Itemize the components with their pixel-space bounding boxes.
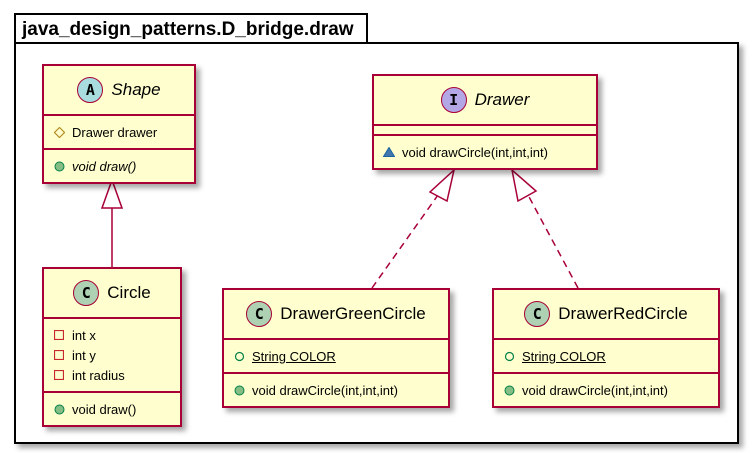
class-name: Drawer <box>474 90 530 109</box>
methods-section: void drawCircle(int,int,int) <box>224 372 448 406</box>
private-field-icon <box>52 330 66 340</box>
class-name: DrawerRedCircle <box>558 304 688 323</box>
class-circle[interactable]: C Circle int x int y int radius v <box>42 267 182 427</box>
fields-section: Drawer drawer <box>44 114 194 148</box>
class-drawer[interactable]: I Drawer void drawCircle(int,int,int) <box>372 74 598 170</box>
public-method-icon <box>502 385 516 396</box>
class-header: I Drawer <box>374 76 596 124</box>
fields-section: int x int y int radius <box>44 317 180 391</box>
method-text: void drawCircle(int,int,int) <box>402 144 548 160</box>
public-field-icon <box>502 351 516 362</box>
field-item: String COLOR <box>502 346 710 366</box>
field-text: int y <box>72 347 96 363</box>
relation-green-implements-drawer <box>371 194 439 289</box>
field-text: Drawer drawer <box>72 124 158 140</box>
method-item: void draw() <box>52 156 186 176</box>
methods-section: void draw() <box>44 391 180 425</box>
method-text: void drawCircle(int,int,int) <box>252 382 398 398</box>
realization-arrowhead <box>428 167 456 203</box>
field-text: String COLOR <box>522 348 606 364</box>
field-text: String COLOR <box>252 348 336 364</box>
private-field-icon <box>52 370 66 380</box>
public-method-icon <box>52 404 66 415</box>
class-header: A Shape <box>44 66 194 114</box>
protected-field-icon <box>52 126 66 138</box>
field-item: String COLOR <box>232 346 440 366</box>
class-header: C Circle <box>44 269 180 317</box>
field-item: int radius <box>52 365 172 385</box>
class-header: C DrawerRedCircle <box>494 290 718 338</box>
class-badge-icon: C <box>246 301 273 327</box>
package-name: java_design_patterns.D_bridge.draw <box>22 19 354 40</box>
field-text: int radius <box>72 367 125 383</box>
class-name: Circle <box>107 283 151 302</box>
method-item: void drawCircle(int,int,int) <box>232 380 440 400</box>
class-shape[interactable]: A Shape Drawer drawer void draw() <box>42 64 196 184</box>
fields-section: String COLOR <box>224 338 448 372</box>
class-drawer-green-circle[interactable]: C DrawerGreenCircle String COLOR void dr… <box>222 288 450 408</box>
fields-section <box>374 124 596 134</box>
field-item: Drawer drawer <box>52 122 186 142</box>
realization-arrowhead <box>510 167 538 203</box>
methods-section: void drawCircle(int,int,int) <box>494 372 718 406</box>
method-item: void drawCircle(int,int,int) <box>502 380 710 400</box>
public-method-icon <box>52 161 66 172</box>
inheritance-arrowhead <box>100 177 124 209</box>
field-item: int y <box>52 345 172 365</box>
method-text: void draw() <box>72 401 137 417</box>
class-drawer-red-circle[interactable]: C DrawerRedCircle String COLOR void draw… <box>492 288 720 408</box>
abstract-badge-icon: A <box>77 77 104 103</box>
class-header: C DrawerGreenCircle <box>224 290 448 338</box>
field-item: int x <box>52 325 172 345</box>
class-badge-icon: C <box>524 301 551 327</box>
class-badge-icon: C <box>73 280 100 306</box>
method-text: void drawCircle(int,int,int) <box>522 382 668 398</box>
method-item: void drawCircle(int,int,int) <box>382 142 588 162</box>
package-tab: java_design_patterns.D_bridge.draw <box>14 13 368 45</box>
public-method-icon <box>232 385 246 396</box>
method-text: void draw() <box>72 158 137 174</box>
field-text: int x <box>72 327 96 343</box>
fields-section: String COLOR <box>494 338 718 372</box>
class-name: Shape <box>111 80 161 99</box>
interface-badge-icon: I <box>440 87 467 113</box>
method-item: void draw() <box>52 399 172 419</box>
methods-section: void draw() <box>44 148 194 182</box>
methods-section: void drawCircle(int,int,int) <box>374 134 596 168</box>
class-name: DrawerGreenCircle <box>280 304 426 323</box>
public-field-icon <box>232 351 246 362</box>
relation-red-implements-drawer <box>527 194 579 289</box>
package-method-icon <box>382 147 396 157</box>
private-field-icon <box>52 350 66 360</box>
